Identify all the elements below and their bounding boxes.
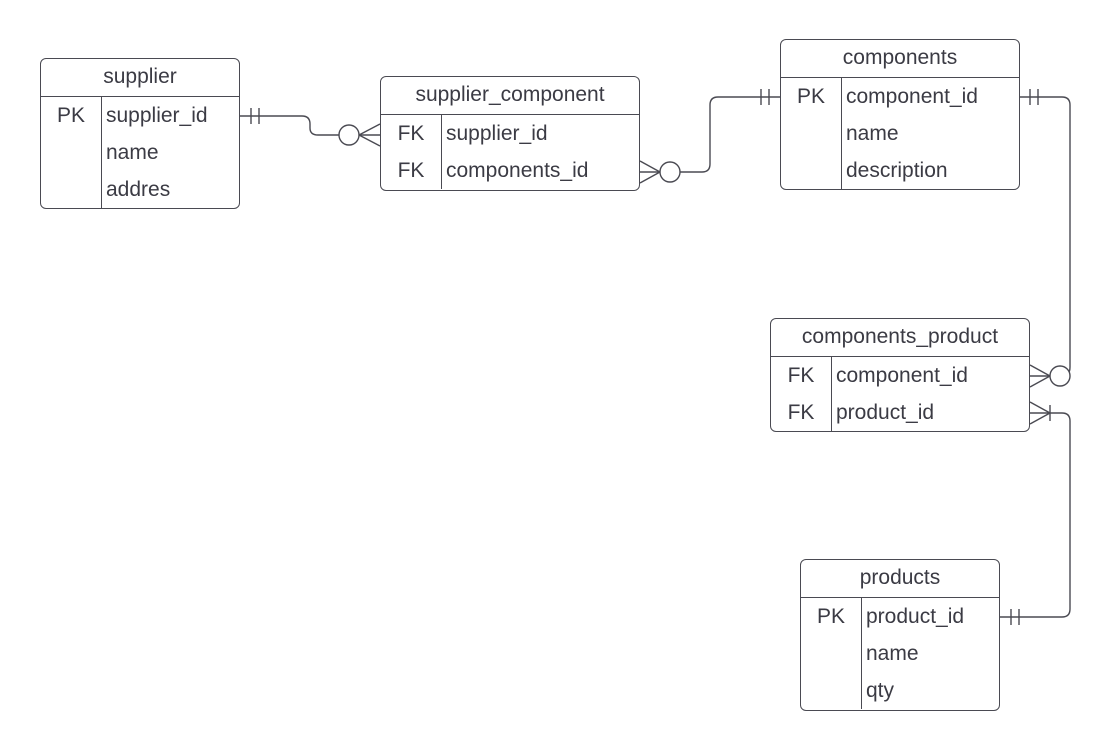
entity-title: supplier_component bbox=[381, 77, 639, 115]
key-label: PK bbox=[816, 605, 845, 628]
field-row: FK components_id bbox=[381, 152, 639, 189]
field-name: product_id bbox=[836, 401, 935, 424]
entity-supplier[interactable]: supplier PK supplier_id name addres bbox=[40, 58, 240, 209]
field-row: addres bbox=[41, 171, 239, 208]
entity-title: supplier bbox=[41, 59, 239, 97]
field-name: name bbox=[846, 122, 899, 145]
field-row: FK component_id bbox=[771, 357, 1029, 394]
field-name: name bbox=[866, 642, 919, 665]
field-row: qty bbox=[801, 672, 999, 709]
field-row: name bbox=[801, 635, 999, 672]
field-row: PK component_id bbox=[781, 78, 1019, 115]
key-column-divider bbox=[781, 78, 842, 189]
field-name: components_id bbox=[446, 159, 589, 182]
key-label: FK bbox=[787, 364, 815, 387]
entity-components[interactable]: components PK component_id name descript… bbox=[780, 39, 1020, 190]
key-column-divider bbox=[771, 357, 832, 431]
key-column-divider bbox=[381, 115, 442, 189]
relationship-supplier-to-supplier-component bbox=[240, 108, 381, 147]
field-row: name bbox=[41, 134, 239, 171]
entity-supplier-component[interactable]: supplier_component FK supplier_id FK com… bbox=[380, 76, 640, 191]
field-row: PK supplier_id bbox=[41, 97, 239, 134]
field-name: description bbox=[846, 159, 948, 182]
entity-title: products bbox=[801, 560, 999, 598]
key-column-divider bbox=[41, 97, 102, 208]
field-name: supplier_id bbox=[106, 104, 208, 127]
relationship-components-product-to-products bbox=[1000, 401, 1071, 625]
field-name: component_id bbox=[836, 364, 968, 387]
key-label: FK bbox=[397, 122, 425, 145]
field-row: FK supplier_id bbox=[381, 115, 639, 152]
field-name: name bbox=[106, 141, 159, 164]
field-name: component_id bbox=[846, 85, 978, 108]
entity-title: components_product bbox=[771, 319, 1029, 357]
entity-products[interactable]: products PK product_id name qty bbox=[800, 559, 1000, 711]
entity-components-product[interactable]: components_product FK component_id FK pr… bbox=[770, 318, 1030, 432]
key-label: FK bbox=[787, 401, 815, 424]
key-label: PK bbox=[56, 104, 85, 127]
field-name: addres bbox=[106, 178, 171, 201]
key-column-divider bbox=[801, 598, 862, 709]
field-row: name bbox=[781, 115, 1019, 152]
field-name: qty bbox=[866, 679, 895, 702]
relationship-components-to-components-product bbox=[1020, 89, 1071, 388]
field-name: product_id bbox=[866, 605, 965, 628]
field-name: supplier_id bbox=[446, 122, 548, 145]
key-label: FK bbox=[397, 159, 425, 182]
field-row: FK product_id bbox=[771, 394, 1029, 431]
key-label: PK bbox=[796, 85, 825, 108]
relationship-supplier-component-to-components bbox=[639, 89, 780, 184]
field-row: description bbox=[781, 152, 1019, 189]
field-row: PK product_id bbox=[801, 598, 999, 635]
entity-title: components bbox=[781, 40, 1019, 78]
